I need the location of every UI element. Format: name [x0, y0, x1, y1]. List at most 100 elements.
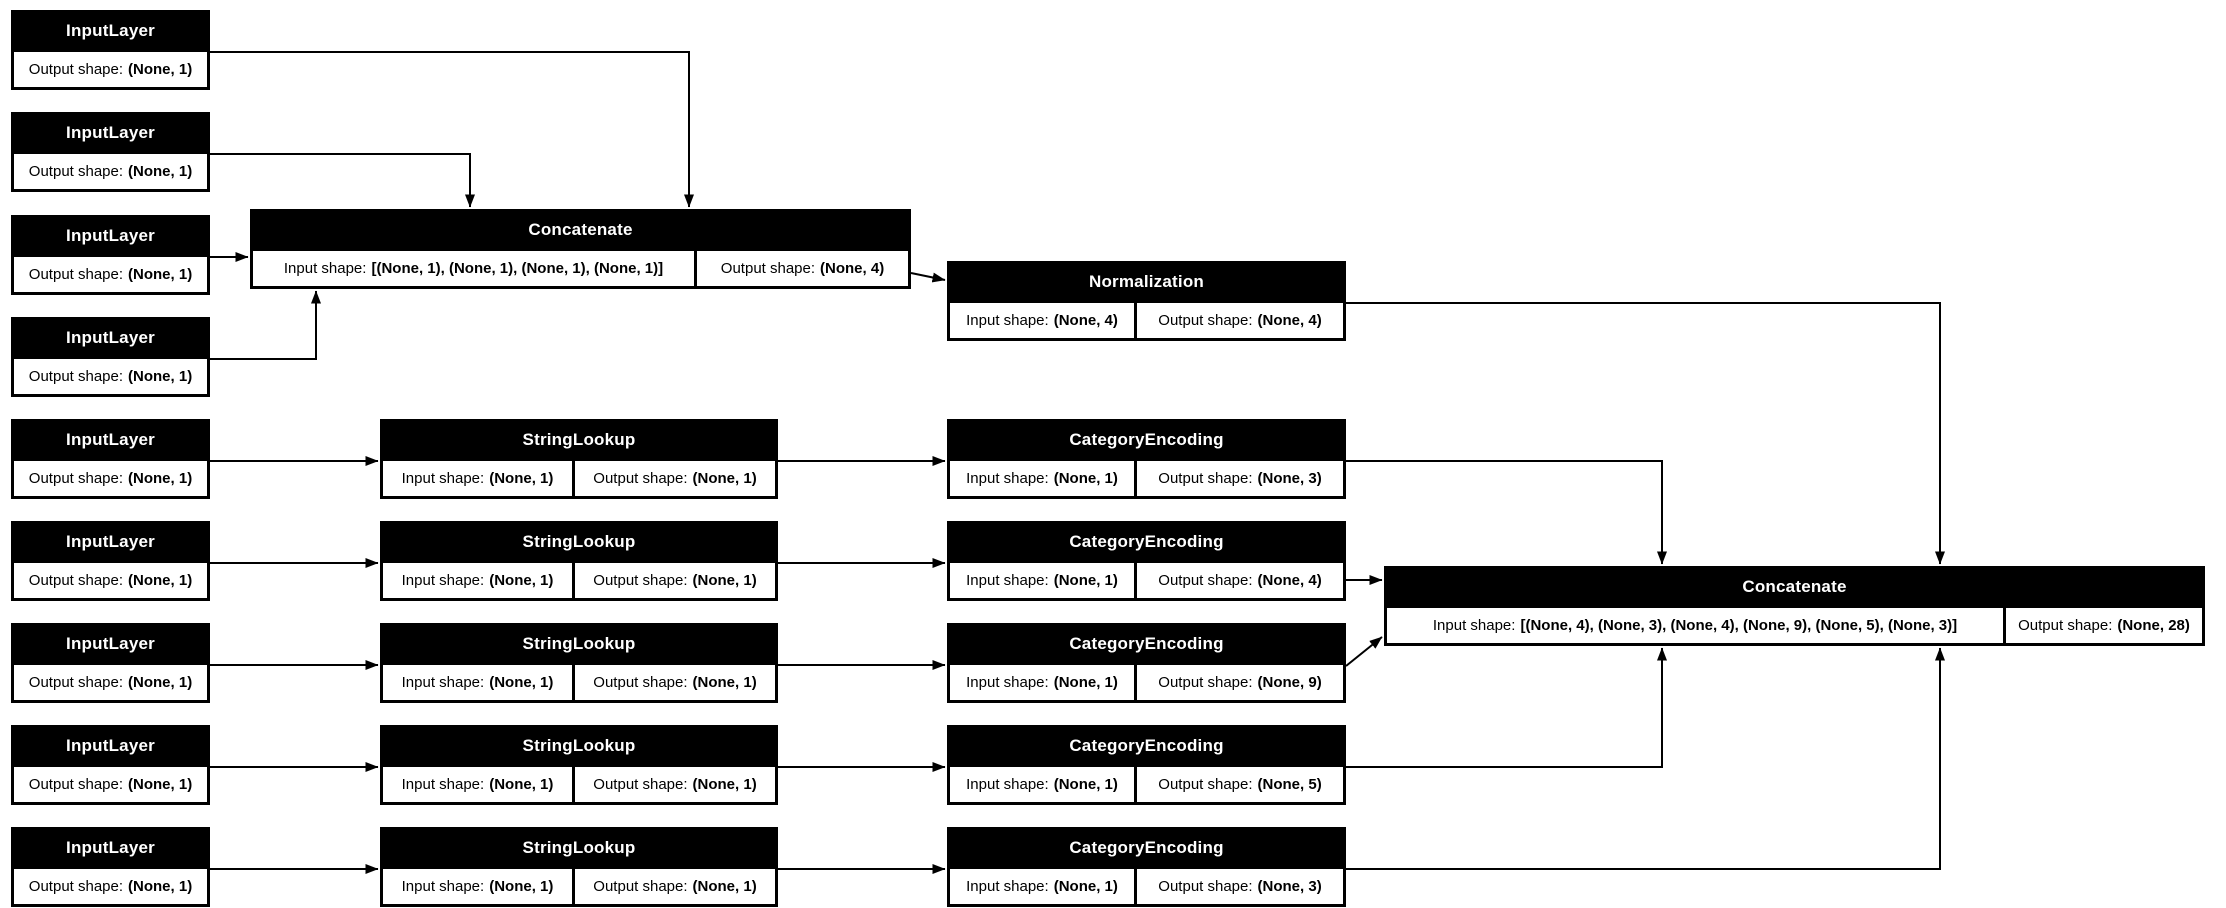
input-shape-value: [(None, 1), (None, 1), (None, 1), (None,…	[371, 260, 664, 277]
input-shape-cell: Input shape:[(None, 1), (None, 1), (None…	[253, 251, 694, 286]
input-shape-label: Input shape:	[966, 312, 1049, 329]
shape-cells: Input shape:[(None, 1), (None, 1), (None…	[253, 251, 908, 286]
output-shape-label: Output shape:	[1158, 674, 1253, 691]
output-shape-label: Output shape:	[593, 674, 688, 691]
edge-ce8-concat2	[1346, 647, 1667, 768]
layer-title: InputLayer	[66, 430, 155, 449]
output-shape-label: Output shape:	[1158, 312, 1253, 329]
layer-title: InputLayer	[66, 123, 155, 142]
input-shape-cell: Input shape:(None, 1)	[950, 767, 1134, 802]
output-shape-value: (None, 1)	[692, 674, 757, 691]
input-shape-cell: Input shape:(None, 1)	[950, 563, 1134, 598]
edge-ce9-concat2	[1346, 647, 1945, 870]
input-shape-label: Input shape:	[283, 260, 367, 277]
input-shape-value: (None, 1)	[1053, 674, 1118, 691]
shape-cells: Input shape:(None, 1)Output shape:(None,…	[383, 461, 775, 496]
output-shape-label: Output shape:	[1158, 470, 1253, 487]
output-shape-cell: Output shape:(None, 1)	[14, 359, 207, 394]
output-shape-label: Output shape:	[28, 266, 124, 283]
output-shape-label: Output shape:	[2018, 617, 2113, 634]
layer-title: CategoryEncoding	[1069, 634, 1224, 653]
input-shape-value: (None, 1)	[1053, 572, 1118, 589]
layer-title: StringLookup	[522, 736, 636, 755]
input-shape-label: Input shape:	[401, 674, 485, 691]
output-shape-cell: Output shape:(None, 9)	[1137, 665, 1343, 700]
output-shape-cell: Output shape:(None, 5)	[1137, 767, 1343, 802]
input-shape-value: (None, 1)	[489, 776, 554, 793]
layer-title: InputLayer	[66, 328, 155, 347]
output-shape-value: (None, 9)	[1257, 674, 1322, 691]
shape-cells: Output shape:(None, 1)	[14, 767, 207, 802]
output-shape-value: (None, 4)	[1257, 572, 1322, 589]
output-shape-label: Output shape:	[593, 878, 688, 895]
input-shape-value: (None, 1)	[1053, 470, 1118, 487]
edge-il4-concat1	[210, 290, 321, 360]
layer-title: Concatenate	[528, 220, 633, 239]
edge-concat1-norm	[910, 272, 946, 283]
shape-cells: Input shape:(None, 1)Output shape:(None,…	[950, 767, 1343, 802]
input-shape-cell: Input shape:(None, 1)	[383, 869, 572, 904]
input-shape-value: (None, 1)	[489, 470, 554, 487]
output-shape-cell: Output shape:(None, 1)	[575, 869, 775, 904]
output-shape-cell: Output shape:(None, 1)	[14, 869, 207, 904]
input-shape-cell: Input shape:(None, 1)	[950, 665, 1134, 700]
output-shape-label: Output shape:	[28, 776, 124, 793]
shape-cells: Output shape:(None, 1)	[14, 154, 207, 189]
input-shape-label: Input shape:	[401, 776, 485, 793]
input-shape-value: (None, 1)	[1053, 776, 1118, 793]
input-shape-value: (None, 1)	[489, 878, 554, 895]
input-shape-label: Input shape:	[401, 470, 485, 487]
output-shape-value: (None, 1)	[128, 674, 193, 691]
shape-cells: Input shape:(None, 1)Output shape:(None,…	[950, 665, 1343, 700]
input-shape-label: Input shape:	[966, 776, 1049, 793]
shape-cells: Input shape:(None, 1)Output shape:(None,…	[383, 563, 775, 598]
output-shape-cell: Output shape:(None, 1)	[14, 767, 207, 802]
layer-title: StringLookup	[522, 838, 636, 857]
output-shape-value: (None, 28)	[2117, 617, 2190, 634]
input-shape-label: Input shape:	[966, 674, 1049, 691]
layer-title: InputLayer	[66, 634, 155, 653]
output-shape-cell: Output shape:(None, 1)	[14, 665, 207, 700]
output-shape-value: (None, 1)	[128, 266, 193, 283]
output-shape-label: Output shape:	[28, 163, 124, 180]
input-shape-label: Input shape:	[966, 878, 1049, 895]
output-shape-cell: Output shape:(None, 1)	[575, 665, 775, 700]
output-shape-cell: Output shape:(None, 1)	[575, 461, 775, 496]
input-shape-value: (None, 1)	[1053, 878, 1118, 895]
layer-title: InputLayer	[66, 736, 155, 755]
shape-cells: Input shape:(None, 1)Output shape:(None,…	[950, 869, 1343, 904]
shape-cells: Input shape:[(None, 4), (None, 3), (None…	[1387, 608, 2202, 643]
input-shape-cell: Input shape:(None, 4)	[950, 303, 1134, 338]
output-shape-cell: Output shape:(None, 1)	[14, 154, 207, 189]
output-shape-cell: Output shape:(None, 1)	[14, 257, 207, 292]
input-shape-cell: Input shape:(None, 1)	[383, 665, 572, 700]
output-shape-label: Output shape:	[1158, 878, 1253, 895]
output-shape-value: (None, 1)	[692, 572, 757, 589]
output-shape-label: Output shape:	[1158, 776, 1253, 793]
input-shape-cell: Input shape:(None, 1)	[383, 767, 572, 802]
input-shape-label: Input shape:	[966, 572, 1049, 589]
edge-il1-concat1	[210, 51, 694, 208]
shape-cells: Output shape:(None, 1)	[14, 869, 207, 904]
output-shape-label: Output shape:	[720, 260, 816, 277]
output-shape-value: (None, 1)	[692, 878, 757, 895]
output-shape-value: (None, 1)	[692, 470, 757, 487]
output-shape-label: Output shape:	[28, 878, 124, 895]
shape-cells: Output shape:(None, 1)	[14, 563, 207, 598]
output-shape-label: Output shape:	[28, 470, 124, 487]
output-shape-value: (None, 1)	[128, 776, 193, 793]
layer-title: Concatenate	[1742, 577, 1847, 596]
shape-cells: Input shape:(None, 1)Output shape:(None,…	[950, 461, 1343, 496]
